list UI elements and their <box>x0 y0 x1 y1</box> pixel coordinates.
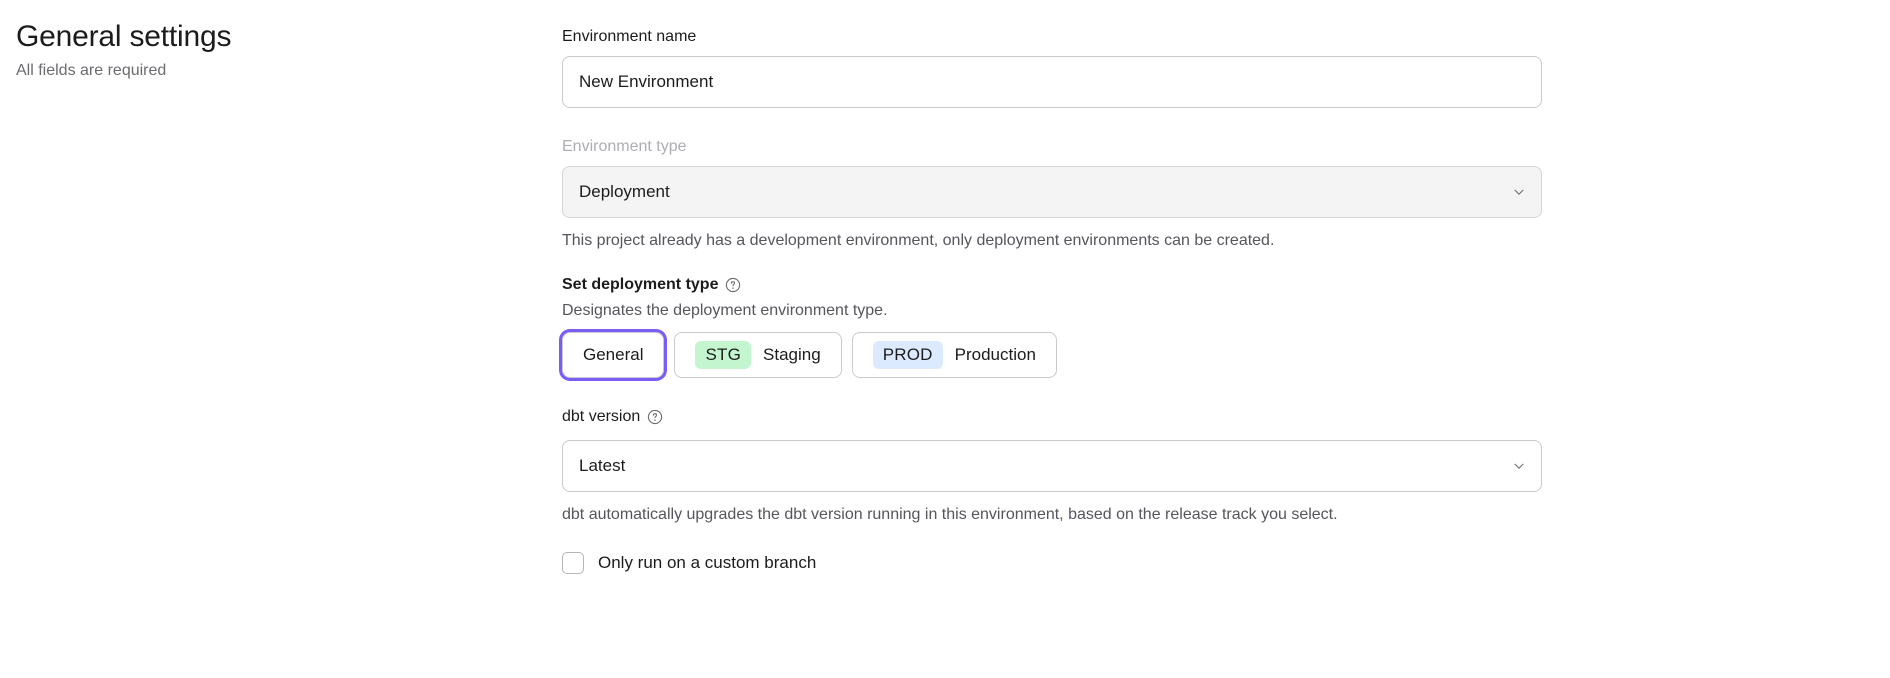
environment-type-label: Environment type <box>562 138 687 155</box>
dbt-version-value: Latest <box>579 456 626 475</box>
page-subtitle: All fields are required <box>16 62 167 79</box>
environment-type-select[interactable]: Deployment <box>562 166 1542 218</box>
spacer <box>562 252 1542 274</box>
settings-header-column: General settings All fields are required <box>16 18 516 82</box>
production-badge: PROD <box>872 341 943 369</box>
deployment-type-field-group: Set deployment type Designates the deplo… <box>562 274 1542 378</box>
spacer <box>562 378 1542 406</box>
environment-name-label: Environment name <box>562 28 697 45</box>
settings-form-column: Environment name Environment type Deploy… <box>562 26 1542 574</box>
environment-type-helper-text: This project already has a development e… <box>562 232 1275 249</box>
dbt-version-label: dbt version <box>562 408 641 425</box>
dbt-version-helper-text: dbt automatically upgrades the dbt versi… <box>562 506 1338 523</box>
chevron-down-icon <box>1511 184 1527 200</box>
deployment-type-label-row: Set deployment type <box>562 274 1542 296</box>
dbt-version-field-group: dbt version Latest dbt aut <box>562 406 1542 526</box>
question-circle-icon[interactable] <box>647 409 663 425</box>
page-title: General settings <box>16 20 232 53</box>
environment-name-input[interactable] <box>562 56 1542 108</box>
deployment-type-label: Set deployment type <box>562 276 719 293</box>
dbt-version-label-row: dbt version <box>562 406 1542 428</box>
environment-type-field-group: Environment type Deployment This project… <box>562 136 1542 252</box>
deployment-type-option-production-label: Production <box>954 345 1036 364</box>
dbt-version-select[interactable]: Latest <box>562 440 1542 492</box>
environment-name-field-group: Environment name <box>562 26 1542 108</box>
deployment-type-option-group: General STG Staging PROD Production <box>562 332 1542 378</box>
environment-type-value: Deployment <box>579 182 670 201</box>
deployment-type-description: Designates the deployment environment ty… <box>562 302 888 319</box>
question-circle-icon[interactable] <box>725 277 741 293</box>
deployment-type-option-general-label: General <box>583 345 644 364</box>
custom-branch-checkbox[interactable] <box>562 552 584 574</box>
spacer <box>562 432 1542 440</box>
custom-branch-row: Only run on a custom branch <box>562 552 1542 574</box>
deployment-type-option-general[interactable]: General <box>562 332 665 378</box>
chevron-down-icon <box>1511 458 1527 474</box>
spacer <box>562 108 1542 136</box>
deployment-type-option-staging-label: Staging <box>763 345 821 364</box>
custom-branch-label[interactable]: Only run on a custom branch <box>598 553 817 572</box>
staging-badge: STG <box>695 341 752 369</box>
deployment-type-option-production[interactable]: PROD Production <box>851 332 1057 378</box>
deployment-type-option-staging[interactable]: STG Staging <box>674 332 842 378</box>
